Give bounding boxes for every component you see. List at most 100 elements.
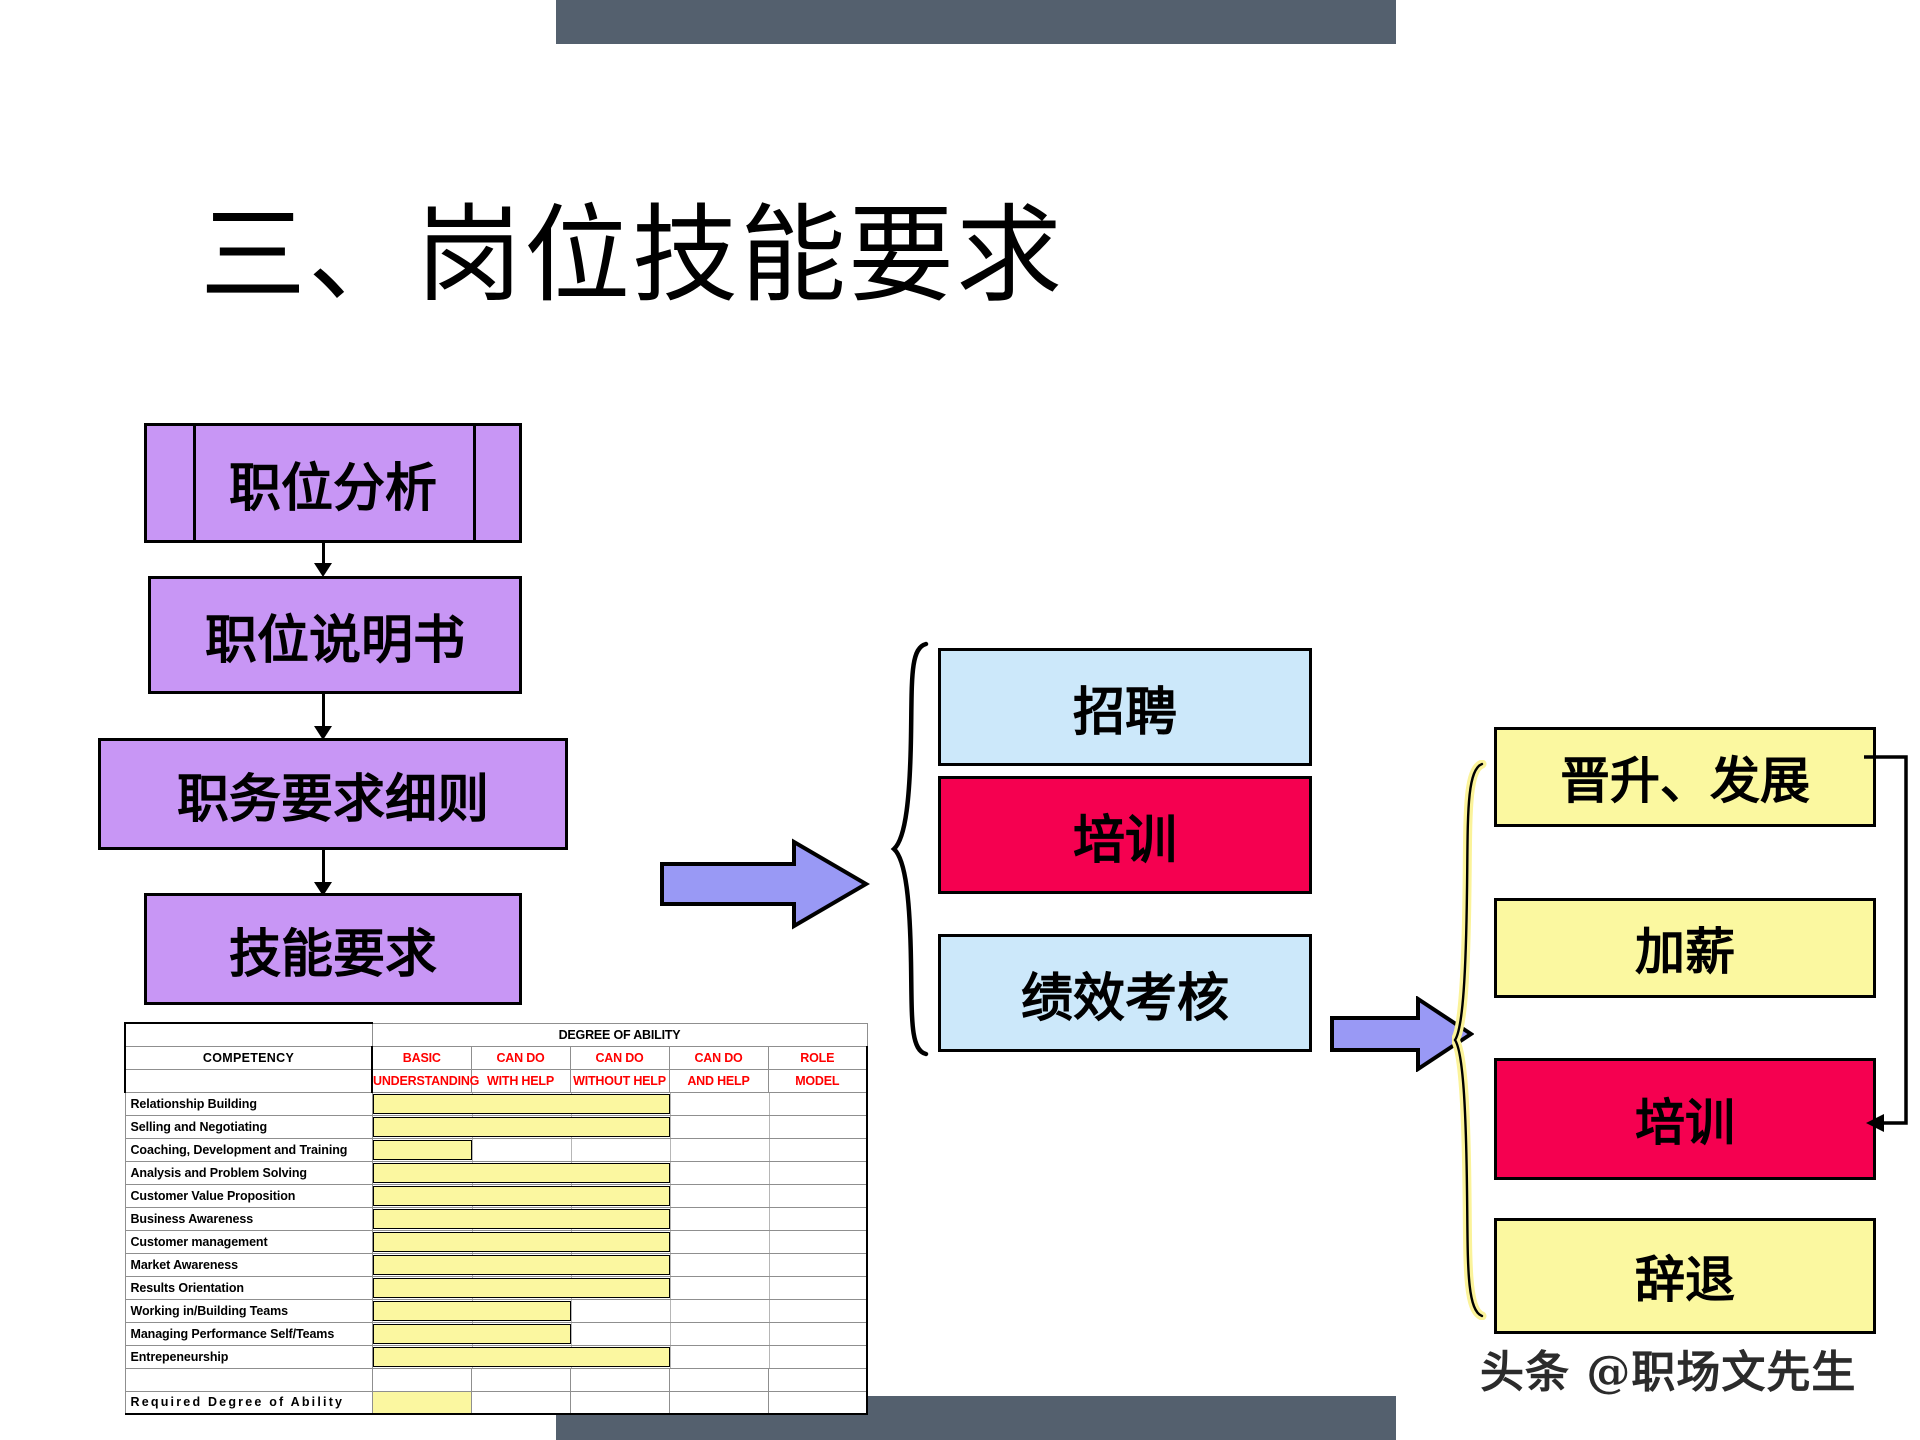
header-blank-cell — [124, 1022, 372, 1047]
ability-bar — [372, 1208, 670, 1229]
ability-bar — [372, 1231, 670, 1252]
ability-bar — [372, 1185, 670, 1206]
flow-box-recruitment[interactable]: 招聘 — [938, 648, 1312, 766]
grid-line — [768, 1138, 770, 1161]
grid-line — [768, 1322, 770, 1345]
spacer-cell — [569, 1367, 670, 1392]
grid-line — [768, 1184, 770, 1207]
table-footer-row: Required Degree of Ability — [124, 1390, 869, 1415]
table-row: Relationship Building — [124, 1091, 869, 1116]
ability-bar-cell — [371, 1298, 869, 1323]
flow-box-label: 招聘 — [1072, 681, 1177, 743]
table-header-row-2: UNDERSTANDING WITH HELP WITHOUT HELP AND… — [124, 1068, 869, 1093]
ability-bar — [372, 1116, 670, 1137]
ability-bar-cell — [371, 1160, 869, 1185]
ability-bar — [372, 1300, 571, 1321]
spacer-cell — [767, 1367, 869, 1392]
col-header-rolemodel-line2: MODEL — [767, 1068, 869, 1093]
table-row: Entrepeneurship — [124, 1344, 869, 1369]
required-degree-label: Required Degree of Ability — [124, 1390, 373, 1415]
grid-line — [768, 1345, 770, 1368]
curly-brace-right — [1452, 760, 1487, 1320]
watermark-text: 头条 @职场文先生 — [1480, 1347, 1857, 1398]
required-degree-marker — [371, 1390, 472, 1415]
flow-box-promotion-development[interactable]: 晋升、发展 — [1494, 727, 1876, 827]
grid-line — [669, 1230, 671, 1253]
table-row: Coaching, Development and Training — [124, 1137, 869, 1162]
grid-line — [768, 1092, 770, 1115]
flow-box-label: 职位说明书 — [204, 609, 465, 671]
competency-name-cell: Selling and Negotiating — [124, 1114, 373, 1139]
ability-bar-cell — [371, 1321, 869, 1346]
col-header-candoandhelp-line1: CAN DO — [668, 1045, 769, 1070]
flow-box-job-analysis[interactable]: 职位分析 — [144, 423, 522, 543]
col-header-candowithouthelp-line2: WITHOUT HELP — [569, 1068, 670, 1093]
flow-box-dismissal[interactable]: 辞退 — [1494, 1218, 1876, 1334]
col-header-basic-line2: UNDERSTANDING — [371, 1068, 479, 1093]
grid-line — [669, 1207, 671, 1230]
connector-line-2 — [322, 694, 325, 732]
grid-line — [570, 1138, 572, 1161]
grid-line — [669, 1184, 671, 1207]
competency-header: COMPETENCY — [124, 1045, 373, 1070]
table-row: Customer management — [124, 1229, 869, 1254]
flow-box-label: 培训 — [1072, 809, 1177, 871]
ability-bar-cell — [371, 1114, 869, 1139]
ability-bar — [372, 1254, 670, 1275]
divider-left — [193, 426, 196, 540]
grid-line — [768, 1230, 770, 1253]
table-row: Results Orientation — [124, 1275, 869, 1300]
decorative-top-bar — [556, 0, 1396, 44]
grid-line — [669, 1345, 671, 1368]
flow-box-label: 晋升、发展 — [1560, 751, 1810, 810]
table-row: Analysis and Problem Solving — [124, 1160, 869, 1185]
grid-line — [669, 1161, 671, 1184]
table-header-row-1: COMPETENCY BASIC CAN DO CAN DO CAN DO RO… — [124, 1045, 869, 1070]
flow-box-training-middle[interactable]: 培训 — [938, 776, 1312, 894]
competency-name-cell: Analysis and Problem Solving — [124, 1160, 373, 1185]
ability-bar-cell — [371, 1091, 869, 1116]
col-header-candoandhelp-line2: AND HELP — [668, 1068, 769, 1093]
ability-bar — [372, 1093, 670, 1114]
grid-line — [669, 1299, 671, 1322]
grid-line — [669, 1276, 671, 1299]
flow-box-job-description[interactable]: 职位说明书 — [148, 576, 522, 694]
divider-right — [473, 426, 476, 540]
competency-name-cell: Results Orientation — [124, 1275, 373, 1300]
flow-box-training-right[interactable]: 培训 — [1494, 1058, 1876, 1180]
competency-name-cell: Relationship Building — [124, 1091, 373, 1116]
competency-name-cell: Entrepeneurship — [124, 1344, 373, 1369]
col-header-basic-line1: BASIC — [371, 1045, 472, 1070]
flow-box-salary-raise[interactable]: 加薪 — [1494, 898, 1876, 998]
competency-name-cell: Coaching, Development and Training — [124, 1137, 373, 1162]
flow-box-label: 辞退 — [1635, 1250, 1735, 1309]
connector-arrowhead-1 — [314, 563, 332, 577]
footer-cell — [668, 1390, 769, 1415]
flow-box-duty-requirements[interactable]: 职务要求细则 — [98, 738, 568, 850]
ability-bar-cell — [371, 1206, 869, 1231]
table-row: Business Awareness — [124, 1206, 869, 1231]
ability-bar-cell — [371, 1137, 869, 1162]
col-header-candowithouthelp-line1: CAN DO — [569, 1045, 670, 1070]
footer-cell — [470, 1390, 571, 1415]
flow-box-label: 培训 — [1635, 1093, 1735, 1152]
spacer-cell — [668, 1367, 769, 1392]
table-row: Selling and Negotiating — [124, 1114, 869, 1139]
col-header-rolemodel-line1: ROLE — [767, 1045, 869, 1070]
connector-line-3 — [322, 850, 325, 888]
flow-box-performance-review[interactable]: 绩效考核 — [938, 934, 1312, 1052]
grid-line — [768, 1115, 770, 1138]
competency-name-cell: Customer management — [124, 1229, 373, 1254]
table-spacer-row — [124, 1367, 869, 1392]
grid-line — [768, 1299, 770, 1322]
competency-table: DEGREE OF ABILITY COMPETENCY BASIC CAN D… — [124, 1022, 869, 1415]
grid-line — [570, 1299, 572, 1322]
grid-line — [669, 1138, 671, 1161]
table-row: Customer Value Proposition — [124, 1183, 869, 1208]
spacer-label-cell — [124, 1367, 373, 1392]
ability-bar-cell — [371, 1275, 869, 1300]
flow-box-skill-requirements[interactable]: 技能要求 — [144, 893, 522, 1005]
table-row: Market Awareness — [124, 1252, 869, 1277]
ability-bar — [372, 1162, 670, 1183]
